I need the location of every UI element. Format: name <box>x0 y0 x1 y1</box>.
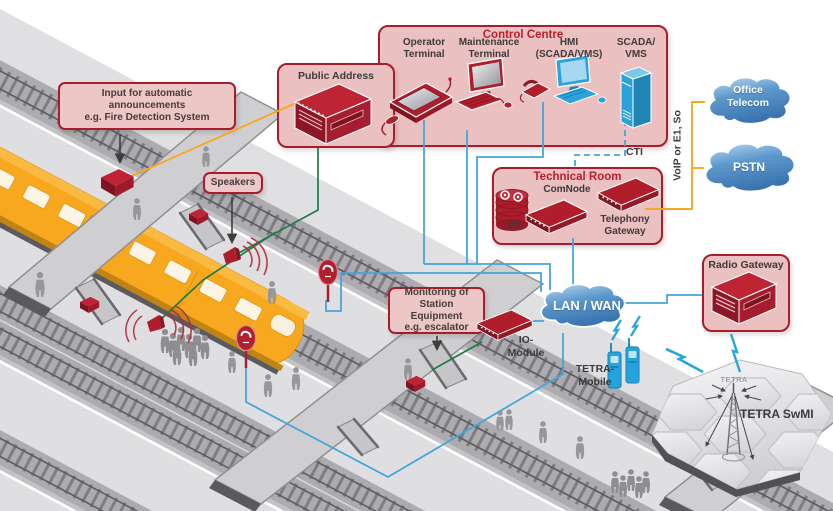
comnode-label: ComNode <box>543 184 591 195</box>
emergency-call-point-icon <box>317 258 339 304</box>
voip-e1-label: VoIP or E1, So <box>671 110 684 181</box>
walkway-device-icon <box>189 208 209 225</box>
emergency-call-point-icon <box>235 324 257 370</box>
tetra-mast-label: TETRA <box>720 375 748 384</box>
line-pa-to-speaker2 <box>157 231 277 323</box>
scada-vms-label: SCADA/ VMS <box>616 37 656 60</box>
telephony-gateway-label: Telephony Gateway <box>600 214 650 237</box>
speaker-icon <box>146 305 192 344</box>
callout-input-announcements: Input for automatic announcements e.g. F… <box>58 82 236 130</box>
tetra-swmi-label: TETRA SwMI <box>740 407 814 421</box>
callout-monitoring: Monitoring of Station Equipment e.g. esc… <box>388 287 485 334</box>
fire-detection-box-icon <box>101 169 134 197</box>
crowd <box>160 327 210 366</box>
speaker-icon <box>222 237 268 276</box>
line-iomodule-to-escalator <box>431 341 483 371</box>
pstn-label: PSTN <box>732 160 765 174</box>
technical-room-title: Technical Room <box>533 171 622 183</box>
public-address-title: Public Address <box>297 70 375 82</box>
speaker-waves <box>125 309 143 343</box>
io-module-label: IO- Module <box>507 334 545 359</box>
walkway-device-icon <box>80 296 100 313</box>
cti-label: CTI <box>626 146 643 158</box>
lan-wan-label: LAN / WAN <box>553 298 621 313</box>
line-pa-to-speaker1 <box>234 148 319 256</box>
tetra-mast-icon <box>705 383 762 462</box>
radio-gateway-title: Radio Gateway <box>708 259 784 271</box>
crowd <box>611 469 650 498</box>
passengers <box>35 92 650 498</box>
maintenance-terminal-label: Maintenance Terminal <box>458 37 520 60</box>
escalators <box>74 202 730 492</box>
tetra-mobile-label: TETRA- Mobile <box>575 363 615 388</box>
vr-label: VR <box>507 221 521 232</box>
hmi-label: HMI (SCADA/VMS) <box>535 37 603 60</box>
walkway-device-icon <box>406 375 426 392</box>
callout-speakers: Speakers <box>203 172 263 194</box>
office-telecom-label: Office Telecom <box>727 84 769 110</box>
